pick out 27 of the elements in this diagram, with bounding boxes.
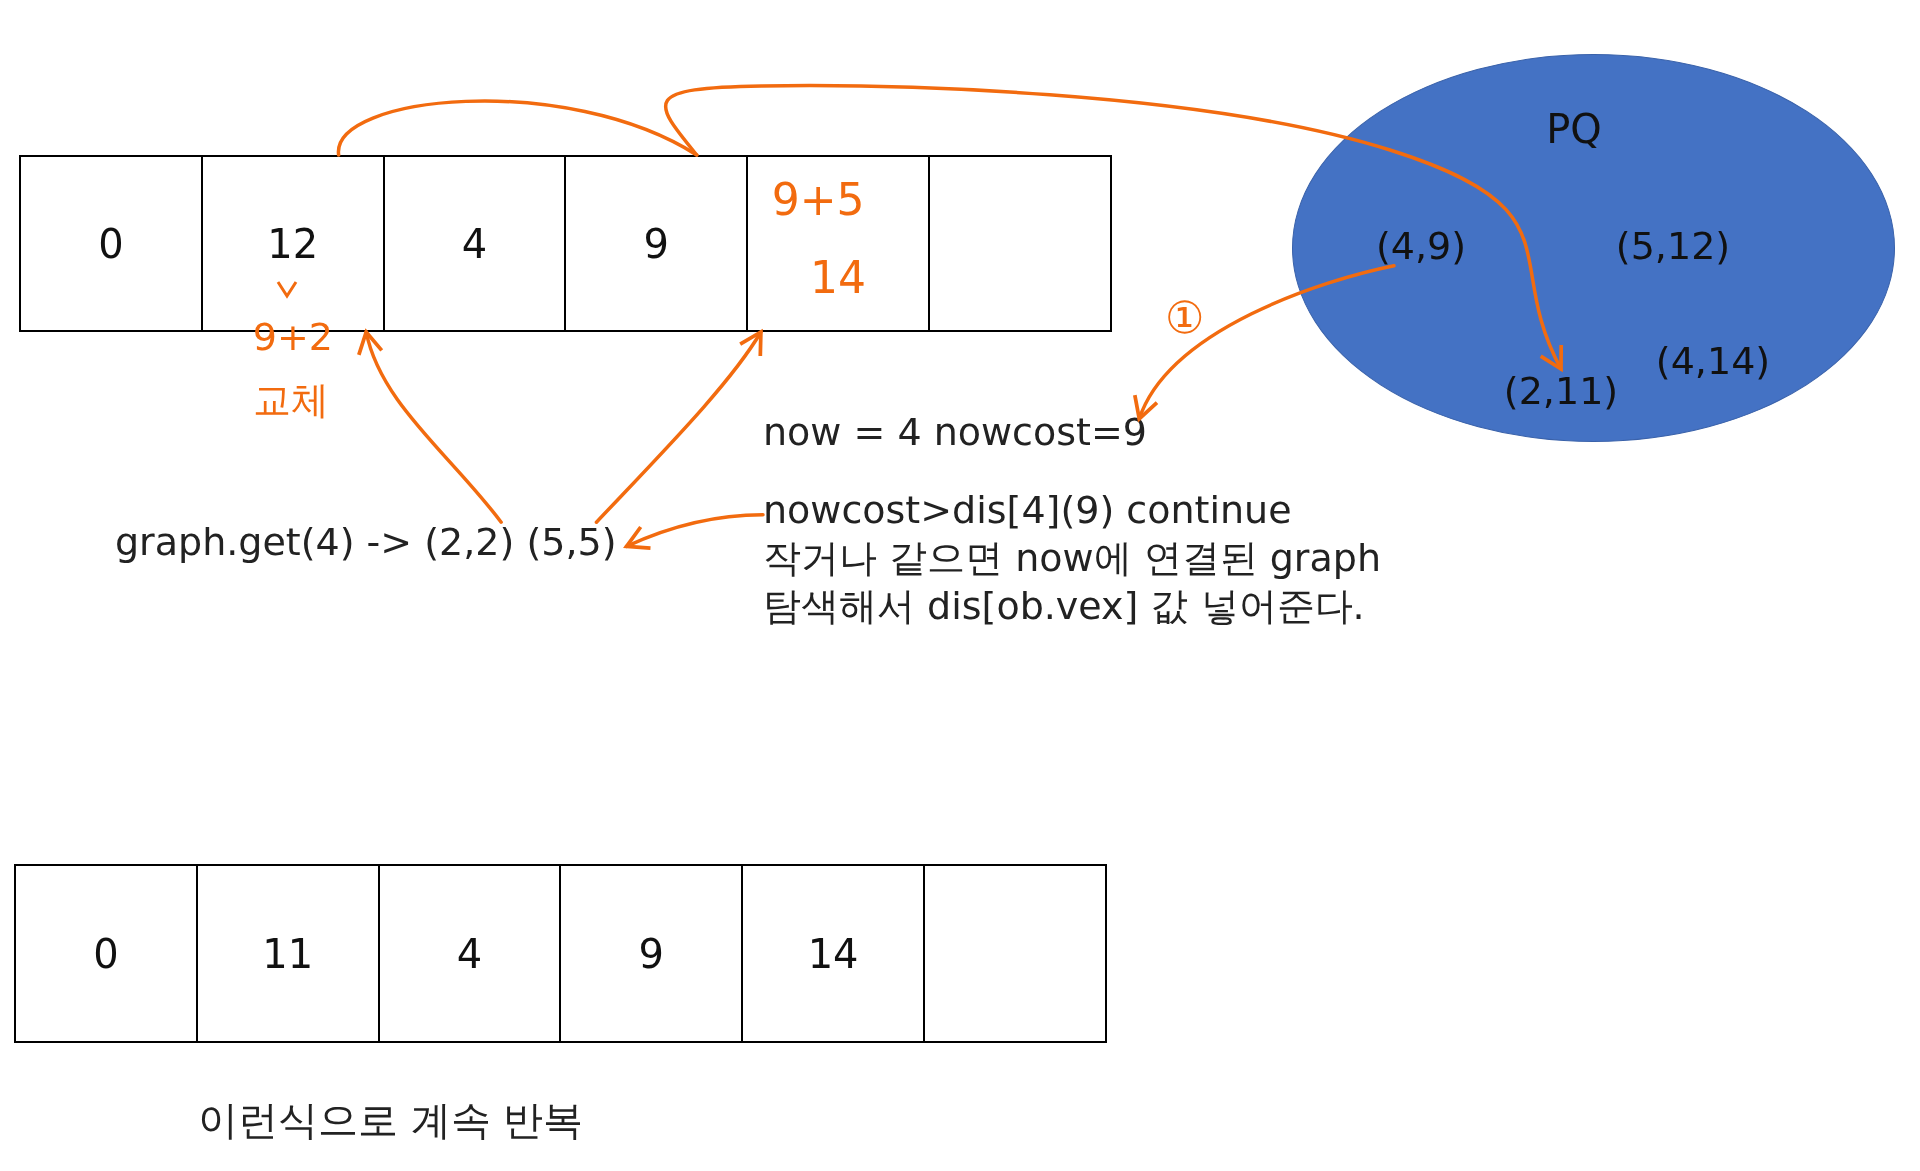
arrow xyxy=(1135,264,1396,421)
handwritten-note: 14 xyxy=(810,251,867,303)
caption-text: 이런식으로 계속 반복 xyxy=(198,1096,584,1145)
array-cell: 4 xyxy=(377,864,562,1043)
code-text: now = 4 nowcost=9 xyxy=(763,410,1147,454)
array-cell: 9 xyxy=(559,864,744,1043)
arrow xyxy=(663,83,1565,371)
queue-title: PQ xyxy=(1546,106,1602,152)
arrow xyxy=(624,513,765,551)
handwritten-note: 9+5 xyxy=(771,174,865,226)
array-cell: 14 xyxy=(741,864,925,1043)
arrow xyxy=(358,330,503,524)
array-cell: 0 xyxy=(19,155,203,332)
handwritten-note: 교체 xyxy=(252,377,329,424)
array-cell: 11 xyxy=(195,864,380,1043)
arrow xyxy=(594,330,763,524)
handwritten-mark: ① xyxy=(1165,292,1205,343)
array-cell xyxy=(746,155,930,332)
queue-entry: (2,11) xyxy=(1503,369,1619,413)
queue-entry: (5,12) xyxy=(1615,224,1731,268)
array-cell: 9 xyxy=(564,155,749,332)
queue-entry: (4,14) xyxy=(1655,339,1771,383)
code-text: graph.get(4) -> (2,2) (5,5) xyxy=(115,520,617,564)
explanation-text: nowcost>dis[4](9) continue 작거나 같으면 now에 연결된 graph 탐색해서 dis[ob.vex] 값 넣어준다. xyxy=(763,486,1403,630)
array-cell: 4 xyxy=(382,155,567,332)
array-cell: 0 xyxy=(14,864,198,1043)
queue-entry: (4,9) xyxy=(1375,224,1467,268)
